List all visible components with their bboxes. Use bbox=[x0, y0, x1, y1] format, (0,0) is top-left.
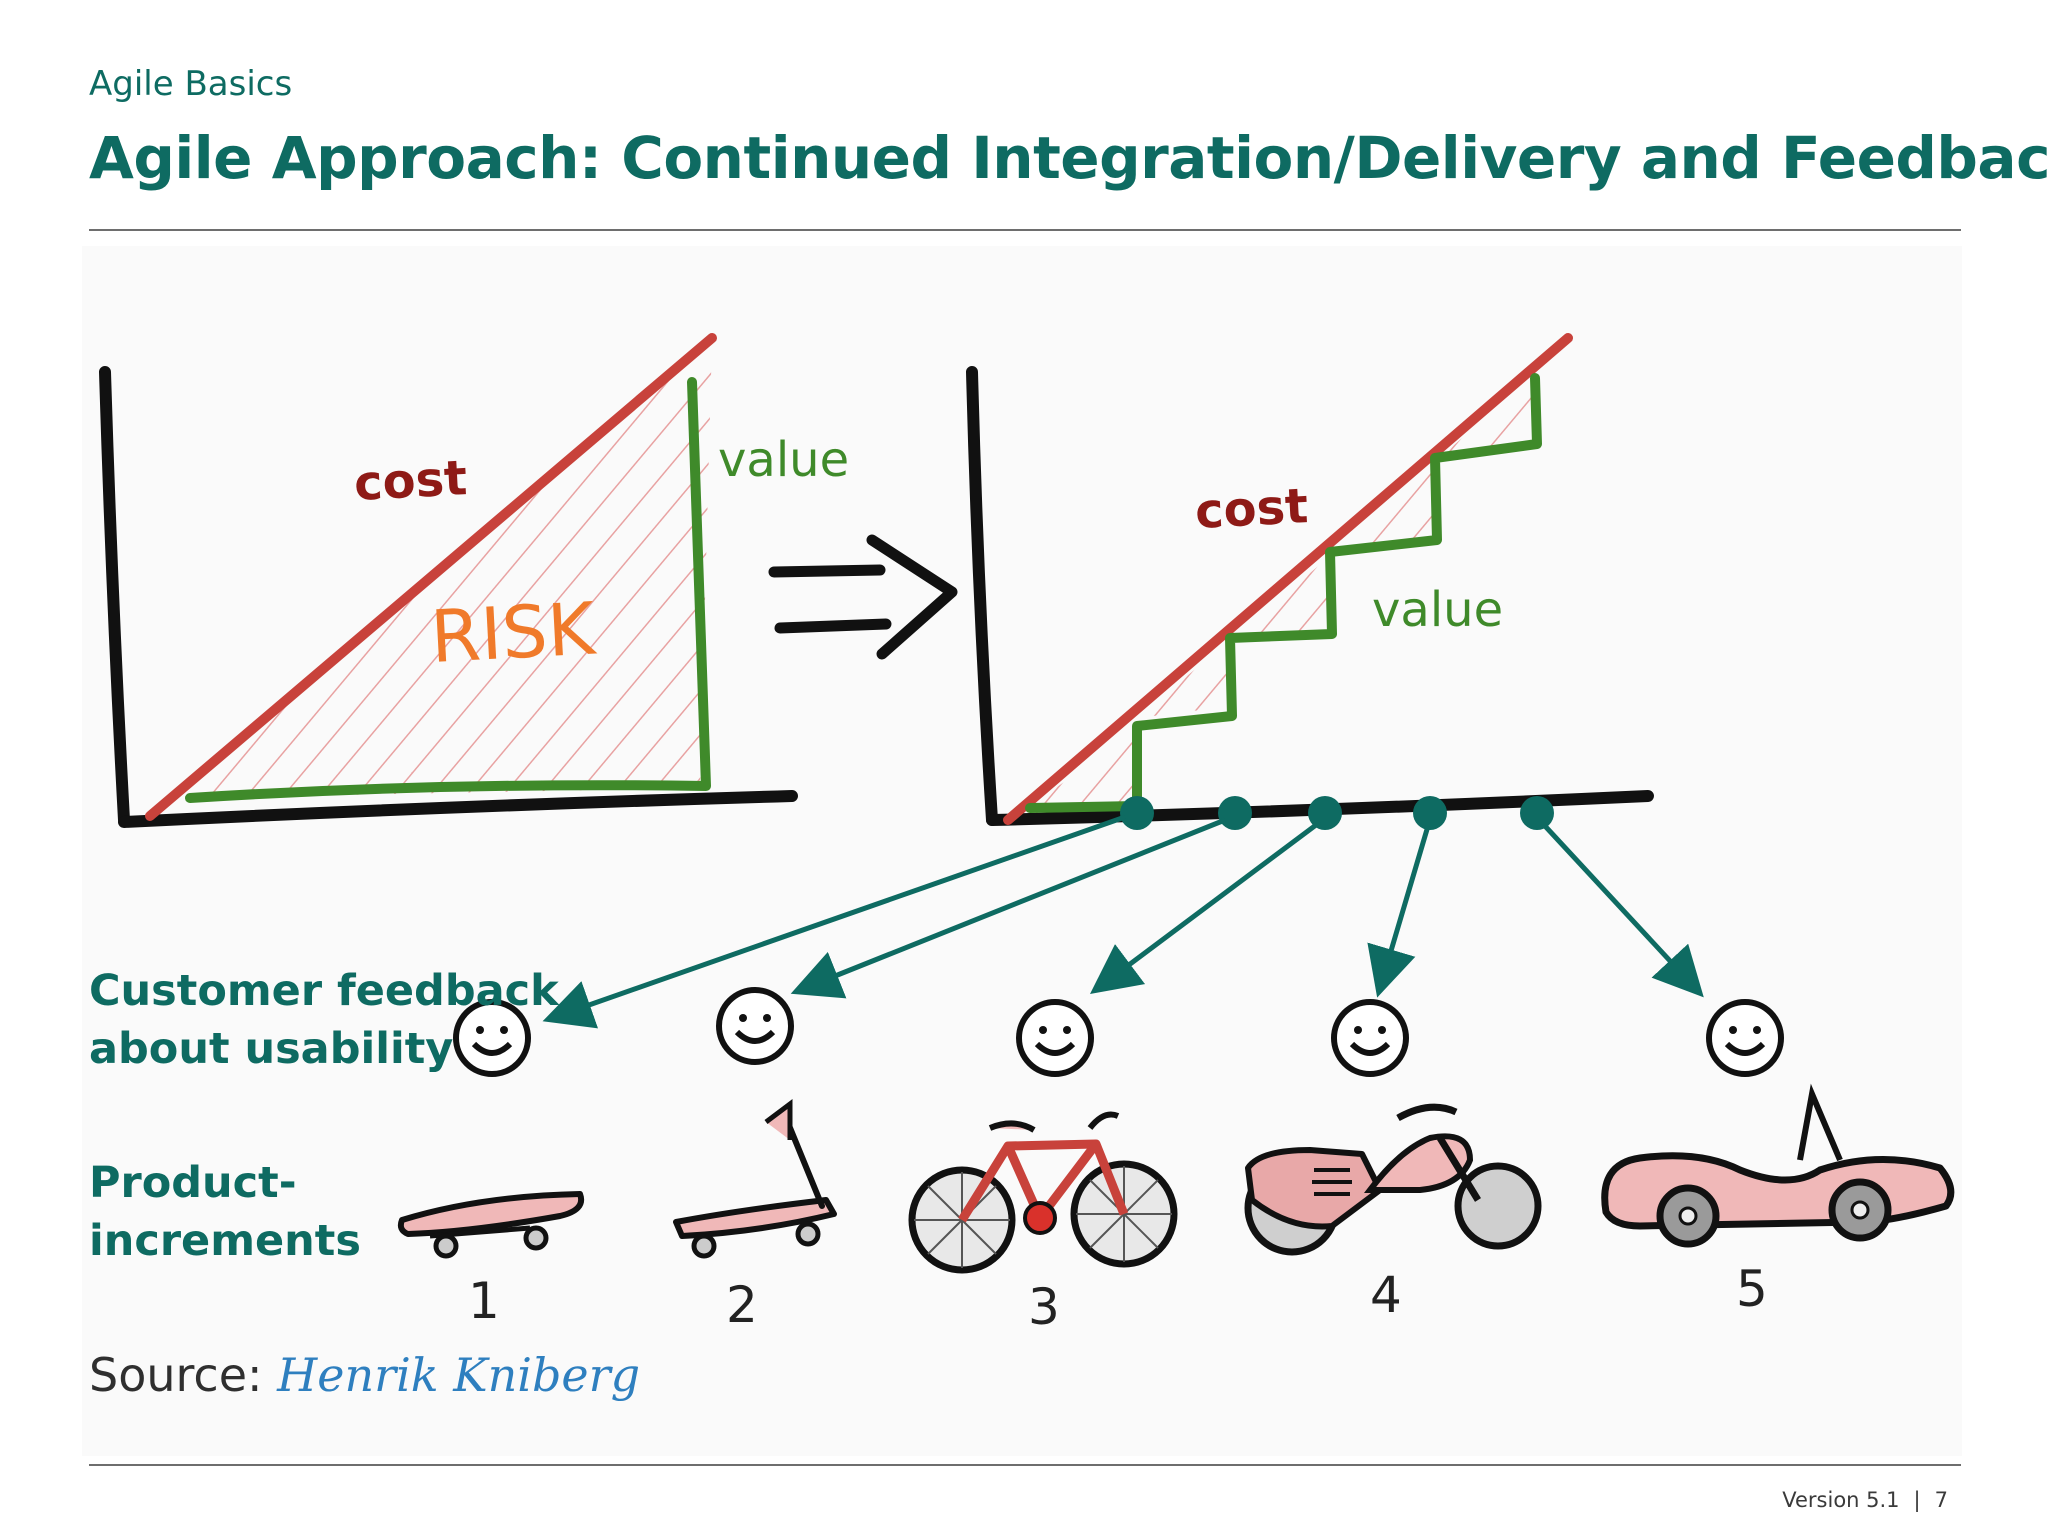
right-value-label: value bbox=[1372, 582, 1503, 638]
left-cost-line bbox=[145, 333, 717, 821]
transition-arrow bbox=[768, 534, 958, 660]
bicycle-icon bbox=[908, 1111, 1178, 1274]
smiley-icon bbox=[1016, 999, 1094, 1077]
right-risk-hatch bbox=[1232, 556, 1332, 640]
smiley-icon bbox=[1706, 999, 1784, 1077]
increment-number-3: 3 bbox=[1028, 1278, 1060, 1336]
right-risk-hatch bbox=[1008, 730, 1137, 822]
source-author: Henrik Kniberg bbox=[277, 1348, 641, 1402]
right-risk-hatch bbox=[1332, 460, 1437, 556]
feedback-arrow-2 bbox=[790, 817, 1226, 999]
feedback-arrow-3 bbox=[1089, 819, 1322, 994]
motorcycle-icon bbox=[1244, 1103, 1542, 1256]
right-risk-hatch bbox=[1137, 640, 1232, 718]
right-value-steps bbox=[1025, 373, 1542, 813]
source-credit: Source: Henrik Kniberg bbox=[89, 1348, 640, 1402]
smiley-icon bbox=[716, 987, 794, 1065]
feedback-arrow-4 bbox=[1367, 825, 1431, 998]
feedback-arrow-1 bbox=[542, 814, 1126, 1029]
increment-number-5: 5 bbox=[1736, 1260, 1768, 1318]
risk-label: RISK bbox=[428, 586, 598, 679]
left-x-axis bbox=[118, 790, 798, 828]
left-y-axis bbox=[99, 366, 130, 826]
right-cost-line bbox=[1003, 333, 1573, 825]
left-value-label: value bbox=[718, 432, 849, 488]
top-divider bbox=[89, 229, 1961, 231]
footer: Version 5.1 | 7 bbox=[1782, 1488, 1948, 1512]
slide-title: Agile Approach: Continued Integration/De… bbox=[89, 124, 2048, 192]
section-title: Agile Basics bbox=[89, 64, 293, 104]
smileys bbox=[453, 987, 1784, 1077]
smiley-icon bbox=[1331, 999, 1409, 1077]
delivery-point-1 bbox=[1120, 796, 1154, 830]
smiley-icon bbox=[453, 999, 531, 1077]
right-risk-hatch bbox=[1437, 376, 1535, 460]
feedback-label: Customer feedback about usability bbox=[89, 966, 559, 1074]
page-number: 7 bbox=[1934, 1488, 1948, 1512]
delivery-point-4 bbox=[1413, 796, 1447, 830]
version-label: Version 5.1 bbox=[1782, 1488, 1900, 1512]
left-value-line bbox=[185, 377, 711, 803]
increment-number-2: 2 bbox=[726, 1276, 758, 1334]
left-cost-label: cost bbox=[353, 450, 469, 512]
scooter-icon bbox=[673, 1099, 837, 1259]
feedback-arrows bbox=[542, 814, 1704, 1029]
agile-chart: cost value bbox=[966, 333, 1654, 830]
increment-number-4: 4 bbox=[1370, 1266, 1402, 1324]
right-y-axis bbox=[966, 366, 998, 826]
delivery-point-2 bbox=[1218, 796, 1252, 830]
feedback-arrow-5 bbox=[1543, 824, 1704, 998]
waterfall-chart: cost value RISK bbox=[99, 333, 849, 828]
footer-separator: | bbox=[1913, 1488, 1921, 1512]
right-cost-label: cost bbox=[1194, 478, 1310, 540]
car-icon bbox=[1601, 1083, 1955, 1248]
bottom-divider bbox=[89, 1464, 1961, 1466]
skateboard-icon bbox=[397, 1191, 584, 1259]
increment-number-1: 1 bbox=[468, 1272, 500, 1330]
increments-label: Product- increments bbox=[89, 1158, 361, 1266]
delivery-point-5 bbox=[1520, 796, 1554, 830]
source-prefix: Source: bbox=[89, 1348, 263, 1402]
